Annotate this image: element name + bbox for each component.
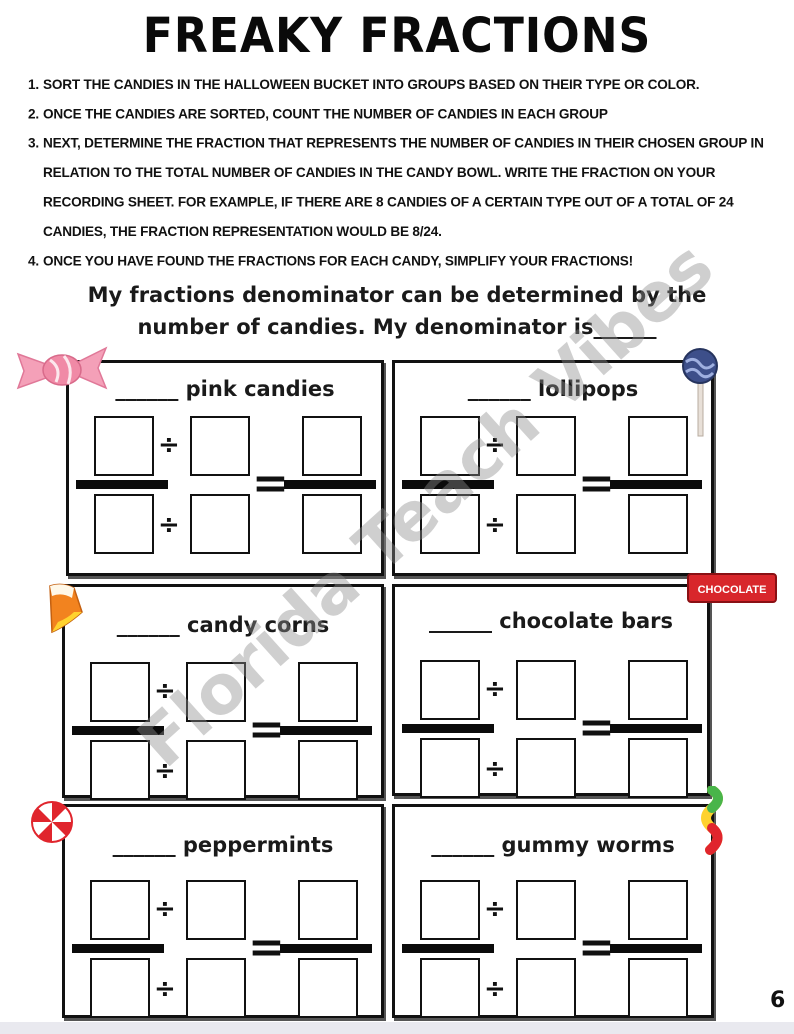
box-label: ______ pink candies xyxy=(115,377,335,401)
box-label: ______ gummy worms xyxy=(431,833,675,857)
instruction-number: 3. xyxy=(28,135,39,151)
divisor-box[interactable] xyxy=(186,880,246,940)
fraction-bar xyxy=(610,944,702,953)
denominator-box[interactable] xyxy=(420,958,480,1018)
divide-sign: ÷ xyxy=(154,676,176,706)
divisor-box[interactable] xyxy=(516,416,576,476)
divide-sign: ÷ xyxy=(484,430,506,460)
equals-sign: = xyxy=(248,704,285,755)
wrapped-candy-icon xyxy=(16,346,108,390)
equals-sign: = xyxy=(252,458,289,509)
divide-sign: ÷ xyxy=(484,974,506,1004)
divisor-box[interactable] xyxy=(516,880,576,940)
page-number: 6 xyxy=(770,988,786,1013)
divide-sign: ÷ xyxy=(484,674,506,704)
equals-sign: = xyxy=(578,458,615,509)
prompt-line-2: number of candies. My denominator is____… xyxy=(137,315,657,339)
divide-sign: ÷ xyxy=(154,894,176,924)
simplified-denominator-box[interactable] xyxy=(302,494,362,554)
instruction-text: ONCE THE CANDIES ARE SORTED, COUNT THE N… xyxy=(43,105,608,122)
instruction-text: ONCE YOU HAVE FOUND THE FRACTIONS FOR EA… xyxy=(43,252,633,269)
denominator-box[interactable] xyxy=(90,958,150,1018)
fraction-bar xyxy=(280,944,372,953)
divide-sign: ÷ xyxy=(484,754,506,784)
divisor-box[interactable] xyxy=(190,494,250,554)
divisor-box[interactable] xyxy=(516,660,576,720)
fraction-bar xyxy=(610,480,702,489)
denominator-box[interactable] xyxy=(90,740,150,800)
box-label: ______ chocolate bars xyxy=(428,609,674,633)
simplified-numerator-box[interactable] xyxy=(628,416,688,476)
divisor-box[interactable] xyxy=(190,416,250,476)
box-label: ______ lollipops xyxy=(467,377,639,401)
simplified-numerator-box[interactable] xyxy=(628,660,688,720)
simplified-denominator-box[interactable] xyxy=(298,958,358,1018)
simplified-numerator-box[interactable] xyxy=(302,416,362,476)
divisor-box[interactable] xyxy=(516,958,576,1018)
simplified-denominator-box[interactable] xyxy=(628,738,688,798)
instructions-list: 1.SORT THE CANDIES IN THE HALLOWEEN BUCK… xyxy=(28,70,783,276)
fraction-bar xyxy=(72,726,164,735)
peppermint-icon xyxy=(31,801,73,843)
numerator-box[interactable] xyxy=(420,660,480,720)
divisor-box[interactable] xyxy=(186,662,246,722)
numerator-box[interactable] xyxy=(90,662,150,722)
numerator-box[interactable] xyxy=(94,416,154,476)
simplified-denominator-box[interactable] xyxy=(628,958,688,1018)
divide-sign: ÷ xyxy=(484,510,506,540)
fraction-bar xyxy=(280,726,372,735)
fraction-bar xyxy=(402,480,494,489)
divisor-box[interactable] xyxy=(516,738,576,798)
instruction-number: 2. xyxy=(28,105,39,122)
denominator-prompt: My fractions denominator can be determin… xyxy=(0,279,794,343)
fraction-bar xyxy=(402,724,494,733)
simplified-numerator-box[interactable] xyxy=(628,880,688,940)
fraction-bar xyxy=(76,480,168,489)
denominator-box[interactable] xyxy=(420,738,480,798)
instruction-number: 4. xyxy=(28,252,39,269)
instruction-item: 4.ONCE YOU HAVE FOUND THE FRACTIONS FOR … xyxy=(28,246,783,275)
equals-sign: = xyxy=(248,922,285,973)
gummy-worm-icon xyxy=(701,786,723,855)
divide-sign: ÷ xyxy=(158,510,180,540)
instruction-item: 1.SORT THE CANDIES IN THE HALLOWEEN BUCK… xyxy=(28,70,783,99)
fraction-bar xyxy=(402,944,494,953)
simplified-denominator-box[interactable] xyxy=(628,494,688,554)
footer-strip xyxy=(0,1022,794,1034)
numerator-box[interactable] xyxy=(420,880,480,940)
lollipop-icon xyxy=(682,348,718,437)
equals-sign: = xyxy=(578,702,615,753)
divisor-box[interactable] xyxy=(186,740,246,800)
chocolate-bar-icon: CHOCOLATE xyxy=(687,573,777,603)
simplified-numerator-box[interactable] xyxy=(298,880,358,940)
prompt-line-1: My fractions denominator can be determin… xyxy=(87,283,707,307)
fraction-bar xyxy=(610,724,702,733)
instruction-item: 3.NEXT, DETERMINE THE FRACTION THAT REPR… xyxy=(28,129,783,247)
fraction-bar xyxy=(284,480,376,489)
instruction-text: NEXT, DETERMINE THE FRACTION THAT REPRES… xyxy=(43,135,764,240)
divisor-box[interactable] xyxy=(516,494,576,554)
fraction-bar xyxy=(72,944,164,953)
simplified-denominator-box[interactable] xyxy=(298,740,358,800)
simplified-numerator-box[interactable] xyxy=(298,662,358,722)
instruction-item: 2.ONCE THE CANDIES ARE SORTED, COUNT THE… xyxy=(28,99,783,128)
divide-sign: ÷ xyxy=(154,756,176,786)
denominator-box[interactable] xyxy=(94,494,154,554)
box-label: ______ candy corns xyxy=(116,613,330,637)
divide-sign: ÷ xyxy=(484,894,506,924)
denominator-box[interactable] xyxy=(420,494,480,554)
equals-sign: = xyxy=(578,922,615,973)
instruction-number: 1. xyxy=(28,76,39,93)
box-label: ______ peppermints xyxy=(112,833,334,857)
candy-corn-icon xyxy=(49,583,83,634)
numerator-box[interactable] xyxy=(90,880,150,940)
chocolate-wrapper-text: CHOCOLATE xyxy=(698,584,767,596)
divide-sign: ÷ xyxy=(154,974,176,1004)
instruction-text: SORT THE CANDIES IN THE HALLOWEEN BUCKET… xyxy=(43,76,700,93)
worksheet-title: FREAKY FRACTIONS xyxy=(142,8,652,64)
divide-sign: ÷ xyxy=(158,430,180,460)
numerator-box[interactable] xyxy=(420,416,480,476)
divisor-box[interactable] xyxy=(186,958,246,1018)
